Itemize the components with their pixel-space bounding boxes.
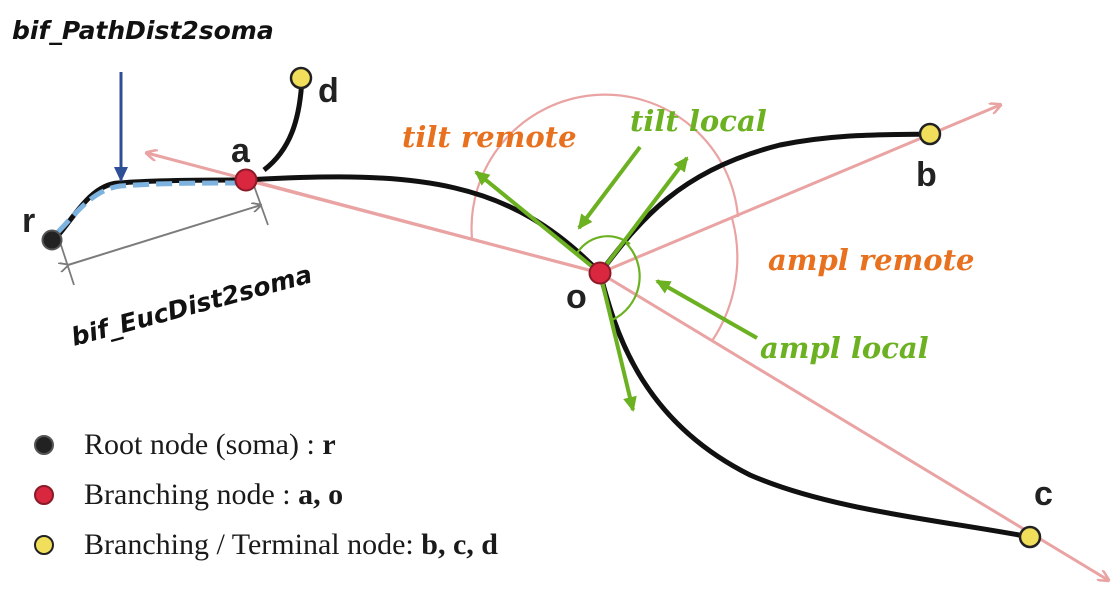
legend-bold-terminal: b, c, d xyxy=(421,528,498,561)
node-label-a: a xyxy=(231,132,251,170)
branch-a-to-d xyxy=(262,77,305,172)
branching-node-a xyxy=(234,168,258,192)
path-dist-label: bif_PathDist2soma xyxy=(12,16,274,45)
path-dist-dashed-line xyxy=(56,180,241,234)
legend-item-terminal: Branching / Terminal node: b, c, d xyxy=(30,520,498,570)
ampl-local-arc xyxy=(611,242,641,321)
ampl-remote-arc xyxy=(711,217,739,342)
local-vector-b xyxy=(598,156,689,275)
remote-line-a-to-o xyxy=(245,178,601,275)
legend-text-branching: Branching node : xyxy=(84,478,299,511)
legend: Root node (soma) : r Branching node : a,… xyxy=(30,420,498,570)
ampl-local-pointer xyxy=(655,279,758,340)
tilt-local-arc xyxy=(575,235,631,256)
terminal-node-b xyxy=(918,122,942,146)
terminal-node-d xyxy=(289,66,313,90)
root-node-r xyxy=(41,229,63,251)
terminal-node-dot-icon xyxy=(34,535,54,555)
root-node-dot-icon xyxy=(34,435,54,455)
terminal-node-c xyxy=(1018,525,1042,549)
node-label-c: c xyxy=(1034,475,1053,513)
node-label-b: b xyxy=(916,156,937,194)
local-vector-parent xyxy=(474,170,602,275)
tilt-local-label: tilt local xyxy=(630,104,767,138)
tilt-local-pointer xyxy=(577,145,642,230)
legend-text-terminal: Branching / Terminal node: xyxy=(84,528,422,561)
node-label-d: d xyxy=(318,72,339,110)
branch-o-to-c xyxy=(597,272,1031,540)
euc-dist-label: bif_EucDist2soma xyxy=(68,260,315,352)
legend-bold-root: r xyxy=(322,428,336,461)
legend-item-root: Root node (soma) : r xyxy=(30,420,498,470)
nodes xyxy=(41,66,1042,549)
legend-text-root: Root node (soma) : xyxy=(84,428,323,461)
euc-dist-measure xyxy=(60,182,269,286)
branching-node-dot-icon xyxy=(34,485,54,505)
ampl-remote-label: ampl remote xyxy=(768,243,974,277)
node-label-o: o xyxy=(566,278,587,316)
local-vectors xyxy=(474,145,758,412)
ampl-local-label: ampl local xyxy=(760,331,929,365)
branching-node-o xyxy=(588,261,612,285)
legend-bold-branching: a, o xyxy=(298,478,344,511)
branch-a-to-o xyxy=(245,174,602,275)
local-vector-c xyxy=(598,272,637,412)
tilt-remote-label: tilt remote xyxy=(402,120,577,154)
legend-item-branching: Branching node : a, o xyxy=(30,470,498,520)
node-label-r: r xyxy=(22,202,35,240)
